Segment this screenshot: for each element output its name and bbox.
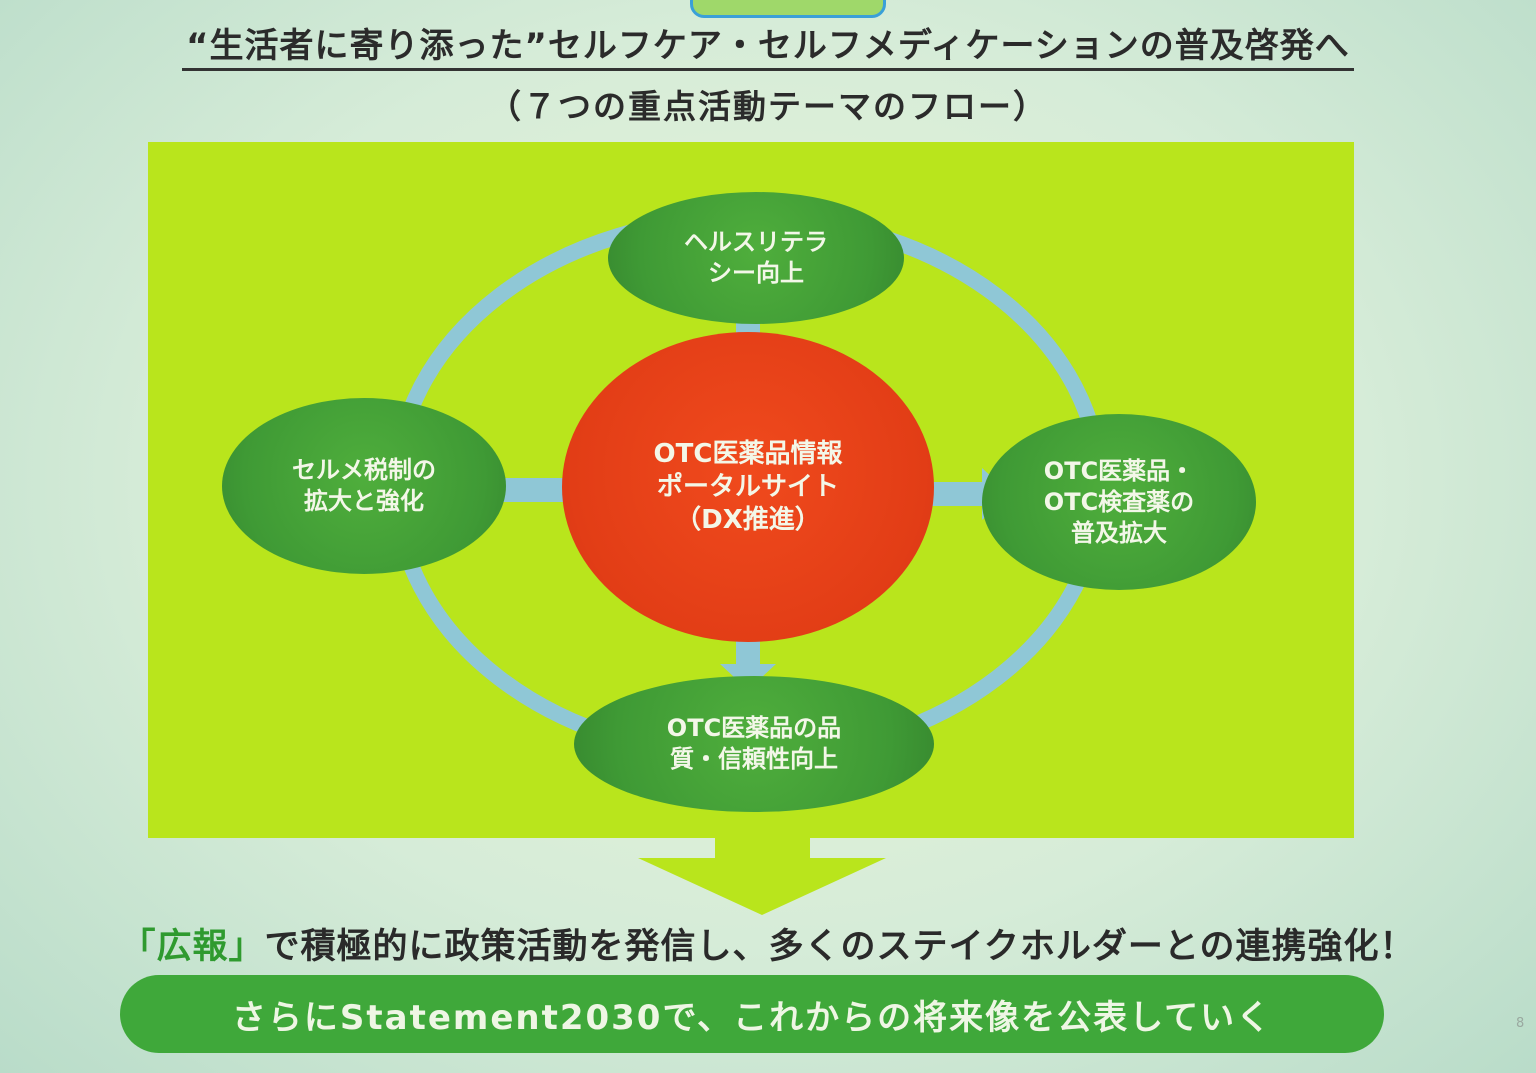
slide-title-text: “生活者に寄り添った”セルフケア・セルフメディケーションの普及啓発へ: [182, 26, 1354, 71]
node-quality-reliability: OTC医薬品の品 質・信頼性向上: [574, 676, 934, 812]
top-tab-decoration: [690, 0, 886, 18]
node-otc-expansion-label: OTC医薬品・ OTC検査薬の 普及拡大: [1043, 456, 1195, 547]
arrow-right-center: [886, 468, 1010, 520]
slide-subtitle: （７つの重点活動テーマのフロー）: [488, 87, 1048, 126]
center-node-label: OTC医薬品情報 ポータルサイト （DX推進）: [653, 438, 843, 535]
page-number: 8: [1516, 1016, 1525, 1031]
down-arrow-shape: [638, 838, 886, 915]
node-self-med-tax: セルメ税制の 拡大と強化: [222, 398, 506, 574]
node-otc-expansion: OTC医薬品・ OTC検査薬の 普及拡大: [982, 414, 1256, 590]
publicity-statement: 「広報」で積極的に政策活動を発信し、多くのステイクホルダーとの連携強化！: [0, 918, 1536, 969]
node-health-literacy: ヘルスリテラ シー向上: [608, 192, 904, 324]
arrow-left-center: [460, 464, 594, 516]
publicity-text: で積極的に政策活動を発信し、多くのステイクホルダーとの連携強化！: [264, 927, 1416, 967]
diagram-panel: OTC医薬品情報 ポータルサイト （DX推進） ヘルスリテラ シー向上 セルメ税…: [148, 142, 1354, 838]
node-health-literacy-label: ヘルスリテラ シー向上: [684, 228, 828, 287]
publicity-highlight: 「広報」: [120, 927, 265, 967]
statement2030-banner: さらにStatement2030で、これからの将来像を公表していく: [120, 975, 1384, 1053]
center-node-portal: OTC医薬品情報 ポータルサイト （DX推進）: [562, 332, 934, 642]
statement2030-text: さらにStatement2030で、これからの将来像を公表していく: [231, 997, 1273, 1038]
slide-title: “生活者に寄り添った”セルフケア・セルフメディケーションの普及啓発へ: [0, 18, 1536, 71]
node-quality-reliability-label: OTC医薬品の品 質・信頼性向上: [666, 714, 842, 773]
node-self-med-tax-label: セルメ税制の 拡大と強化: [292, 456, 436, 515]
